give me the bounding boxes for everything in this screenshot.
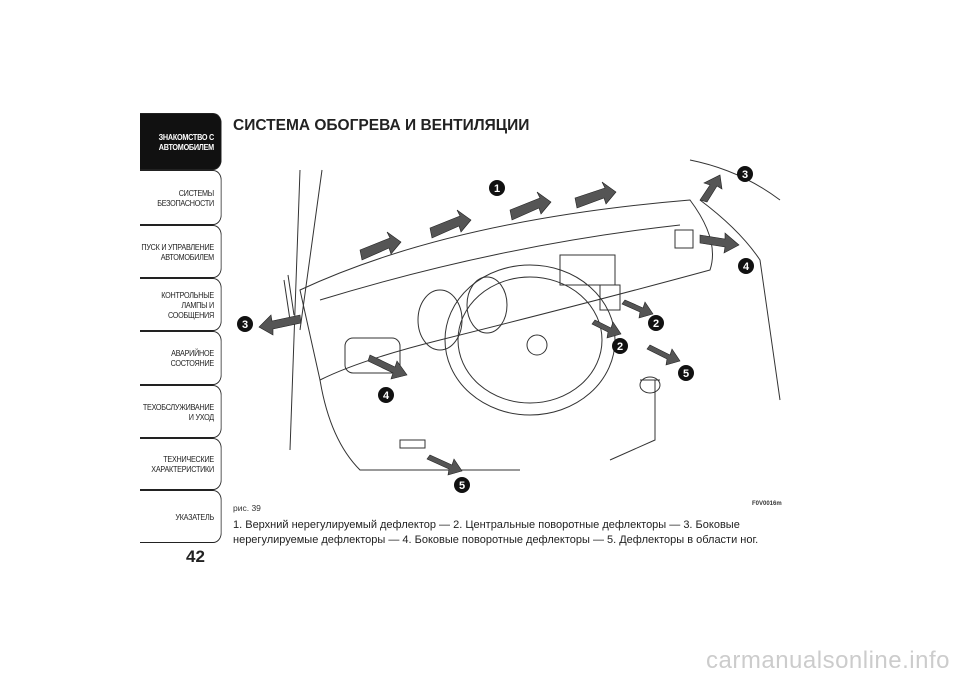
marker-circle — [378, 387, 394, 403]
tab-maintenance[interactable]: ТЕХОБСЛУЖИВАНИЕ И УХОД — [140, 385, 222, 438]
marker-circle — [678, 365, 694, 381]
tab-index[interactable]: УКАЗАТЕЛЬ — [140, 490, 222, 543]
tab-label: УКАЗАТЕЛЬ — [175, 511, 214, 522]
tab-label: АВАРИЙНОЕ СОСТОЯНИЕ — [170, 348, 215, 368]
tab-label: СИСТЕМЫ БЕЗОПАСНОСТИ — [157, 187, 214, 208]
figure-code: F0V0016m — [752, 501, 782, 507]
marker-label: 2 — [617, 341, 623, 353]
marker-circle — [612, 338, 628, 354]
marker-label: 1 — [494, 183, 500, 195]
tab-warning-lights[interactable]: КОНТРОЛЬНЫЕ ЛАМПЫ И СООБЩЕНИЯ — [140, 278, 222, 331]
tab-label: ТЕХОБСЛУЖИВАНИЕ И УХОД — [142, 401, 214, 422]
tab-safety[interactable]: СИСТЕМЫ БЕЗОПАСНОСТИ — [140, 170, 222, 225]
tab-emergency[interactable]: АВАРИЙНОЕ СОСТОЯНИЕ — [140, 331, 222, 385]
marker-circle — [737, 166, 753, 182]
marker-circle — [237, 316, 253, 332]
marker-label: 4 — [383, 390, 390, 402]
marker-circle — [454, 477, 470, 493]
tab-label: ТЕХНИЧЕСКИЕ ХАРАКТЕРИСТИКИ — [151, 454, 214, 474]
tab-label: ПУСК И УПРАВЛЕНИЕ АВТОМОБИЛЕМ — [141, 241, 214, 262]
marker-label: 4 — [743, 261, 750, 273]
watermark: carmanualsonline.info — [706, 647, 950, 674]
marker-circle — [648, 315, 664, 331]
dashboard-vents-illustration: 1 3 4 3 2 2 5 4 5 — [237, 159, 781, 493]
tab-specs[interactable]: ТЕХНИЧЕСКИЕ ХАРАКТЕРИСТИКИ — [140, 438, 222, 490]
marker-circle — [738, 258, 754, 274]
tab-label: КОНТРОЛЬНЫЕ ЛАМПЫ И СООБЩЕНИЯ — [161, 289, 214, 320]
figure-label: рис. 39 — [233, 503, 261, 513]
tab-intro[interactable]: ЗНАКОМСТВО С АВТОМОБИЛЕМ — [140, 113, 222, 170]
marker-label: 3 — [742, 169, 748, 181]
tab-driving[interactable]: ПУСК И УПРАВЛЕНИЕ АВТОМОБИЛЕМ — [140, 225, 222, 278]
tab-label: ЗНАКОМСТВО С АВТОМОБИЛЕМ — [158, 131, 215, 152]
marker-label: 3 — [242, 319, 248, 331]
page-title: СИСТЕМА ОБОГРЕВА И ВЕНТИЛЯЦИИ — [233, 117, 530, 134]
page-number: 42 — [186, 547, 205, 566]
marker-label: 2 — [653, 318, 659, 330]
marker-circle — [489, 180, 505, 196]
figure-caption: 1. Верхний нерегулируемый дефлектор — 2.… — [233, 519, 759, 546]
marker-label: 5 — [459, 480, 465, 492]
marker-label: 5 — [683, 368, 689, 380]
